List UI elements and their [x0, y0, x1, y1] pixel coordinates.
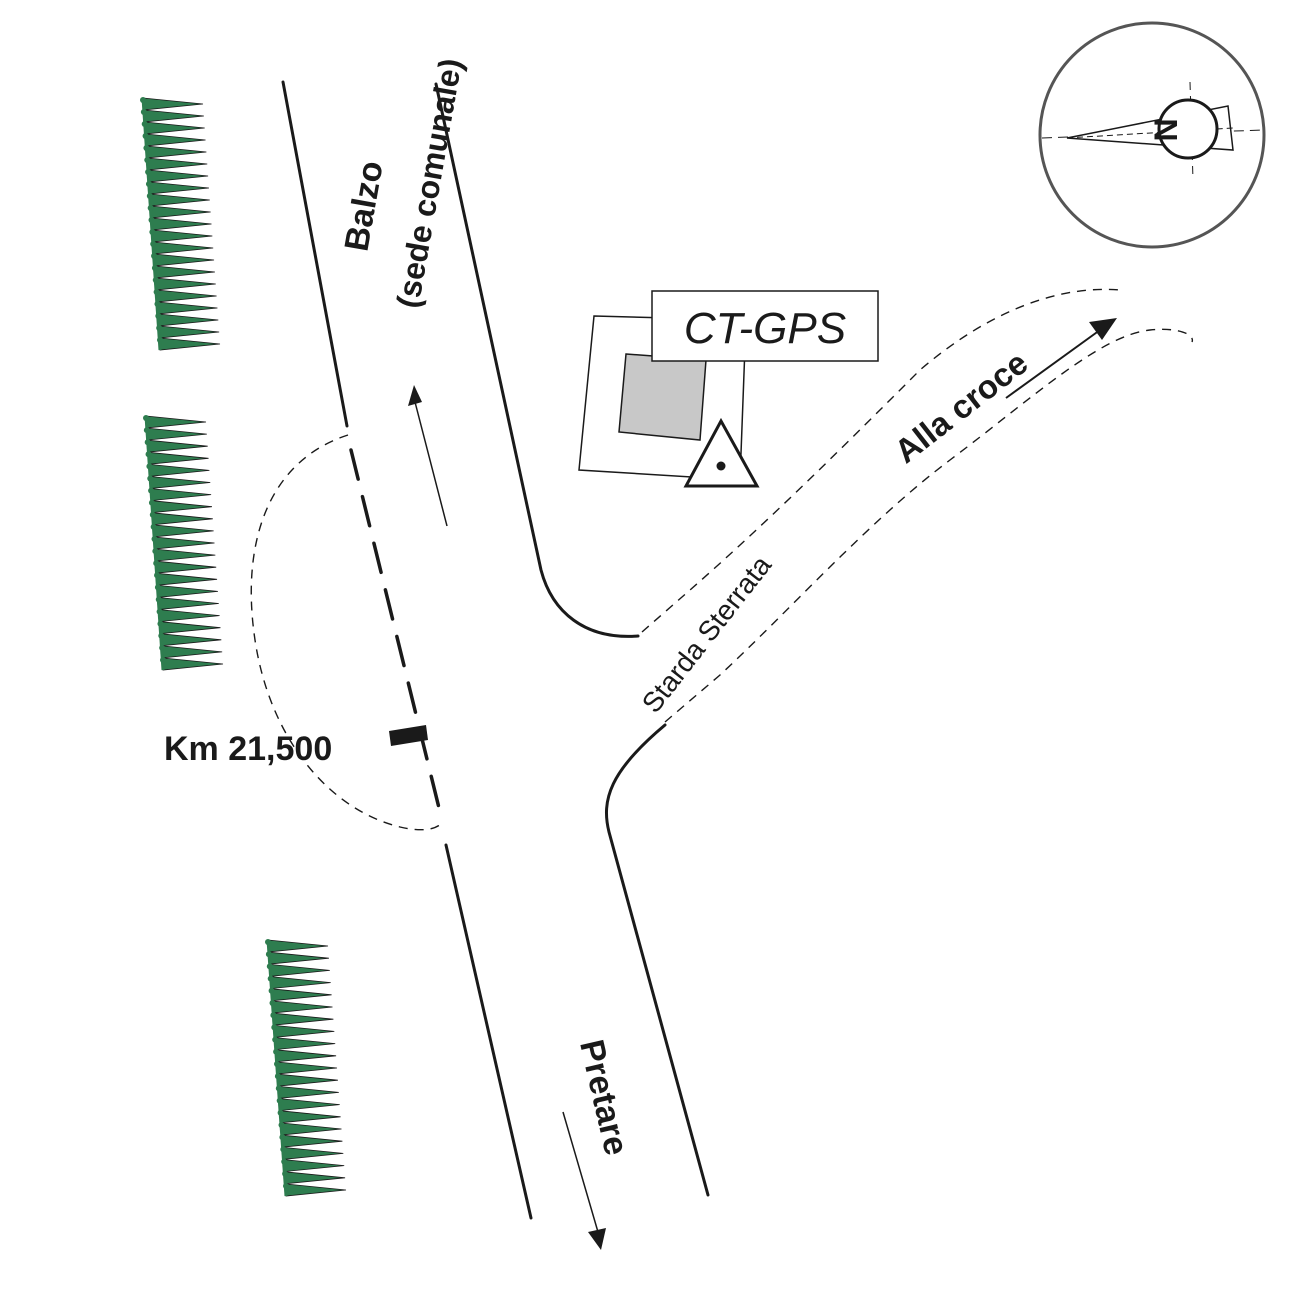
north-letter: N — [1148, 118, 1184, 141]
tree-icon — [158, 597, 219, 610]
tree-icon — [284, 1171, 346, 1185]
tree-icon — [159, 609, 220, 623]
tree-icon — [271, 988, 332, 1002]
tree-icon — [149, 476, 211, 489]
tree-icon — [157, 301, 218, 315]
tree-icon — [152, 241, 214, 255]
tree-icon — [275, 1049, 337, 1063]
arrow-line-north — [414, 401, 448, 527]
tree-icon — [155, 277, 216, 291]
tree-icon — [154, 536, 215, 550]
tree-icon — [147, 169, 209, 183]
tree-row-west-upper — [140, 97, 221, 351]
tree-icon — [283, 1159, 345, 1173]
tree-icon — [281, 1122, 342, 1136]
triangle-with-dot-icon — [683, 417, 760, 488]
tree-icon — [279, 1098, 340, 1112]
tree-icon — [152, 512, 213, 526]
tree-icon — [145, 415, 207, 429]
tree-icon — [149, 193, 210, 207]
arrow-head-east — [1089, 318, 1117, 340]
main-road-west-edge-dashed — [349, 448, 442, 814]
tree-icon — [158, 325, 220, 339]
tree-icon — [277, 1073, 338, 1087]
tree-icon — [154, 548, 216, 562]
tree-icon — [150, 488, 212, 502]
tree-icon — [143, 109, 204, 123]
tree-icon — [282, 1146, 344, 1160]
tree-icon — [151, 217, 212, 231]
km-marker-label: Km 21,500 — [164, 730, 332, 768]
main-road-west-edge-north — [281, 80, 349, 428]
tree-icon — [148, 451, 209, 465]
tree-icon — [146, 157, 208, 171]
tree-icon — [148, 181, 209, 195]
tree-icon — [273, 1024, 335, 1038]
tree-icon — [147, 439, 208, 453]
tree-icon — [268, 951, 329, 965]
dirt-road-north-edge — [641, 288, 1121, 633]
tree-icon — [151, 229, 213, 243]
tree-icon — [162, 657, 224, 671]
arrow-head-south — [588, 1228, 606, 1250]
tree-icon — [157, 584, 218, 598]
bypass-loop — [250, 434, 444, 831]
arrow-head-north — [408, 385, 422, 406]
building-gray — [618, 353, 707, 441]
tree-icon — [270, 976, 331, 990]
tree-icon — [153, 524, 214, 538]
tree-row-west-middle — [143, 415, 224, 671]
tree-icon — [269, 963, 330, 977]
tree-icon — [153, 253, 215, 267]
tree-icon — [154, 265, 215, 279]
tree-icon — [155, 560, 217, 574]
tree-icon — [280, 1110, 341, 1124]
tree-icon — [272, 1000, 333, 1014]
tree-icon — [150, 205, 211, 219]
tree-icon — [278, 1085, 339, 1099]
station-label: CT-GPS — [684, 304, 846, 353]
tree-icon — [161, 645, 223, 659]
tree-icon — [160, 621, 221, 635]
tree-icon — [160, 633, 222, 647]
road-label-pretare: Pretare — [572, 1036, 635, 1159]
main-road-east-edge — [434, 82, 640, 638]
km-marker-block — [389, 725, 428, 746]
tree-icon — [148, 463, 210, 477]
tree-icon — [151, 500, 212, 514]
compass-rose-icon: N — [1038, 21, 1266, 249]
tree-icon — [276, 1061, 338, 1075]
road-label-balzo: Balzo — [338, 158, 391, 254]
south-road-east-edge — [605, 723, 710, 1197]
tree-icon — [142, 97, 204, 111]
tree-icon — [267, 939, 329, 953]
station-label-box — [651, 290, 879, 362]
tree-icon — [145, 145, 207, 159]
tree-icon — [159, 337, 221, 351]
tree-icon — [145, 133, 206, 147]
tree-icon — [272, 1012, 334, 1026]
tree-icon — [285, 1183, 347, 1197]
dirt-road-south-edge — [664, 328, 1193, 723]
tree-icon — [281, 1134, 343, 1148]
tree-icon — [157, 313, 219, 327]
main-road-west-edge-south — [444, 843, 533, 1220]
tree-icon — [156, 572, 218, 586]
tree-icon — [274, 1037, 336, 1051]
tree-row-south — [265, 939, 347, 1197]
tree-icon — [144, 121, 205, 135]
tree-icon — [146, 427, 207, 441]
arrow-line-south — [562, 1111, 599, 1233]
tree-icon — [156, 289, 217, 303]
arrow-line-east — [1005, 329, 1101, 399]
